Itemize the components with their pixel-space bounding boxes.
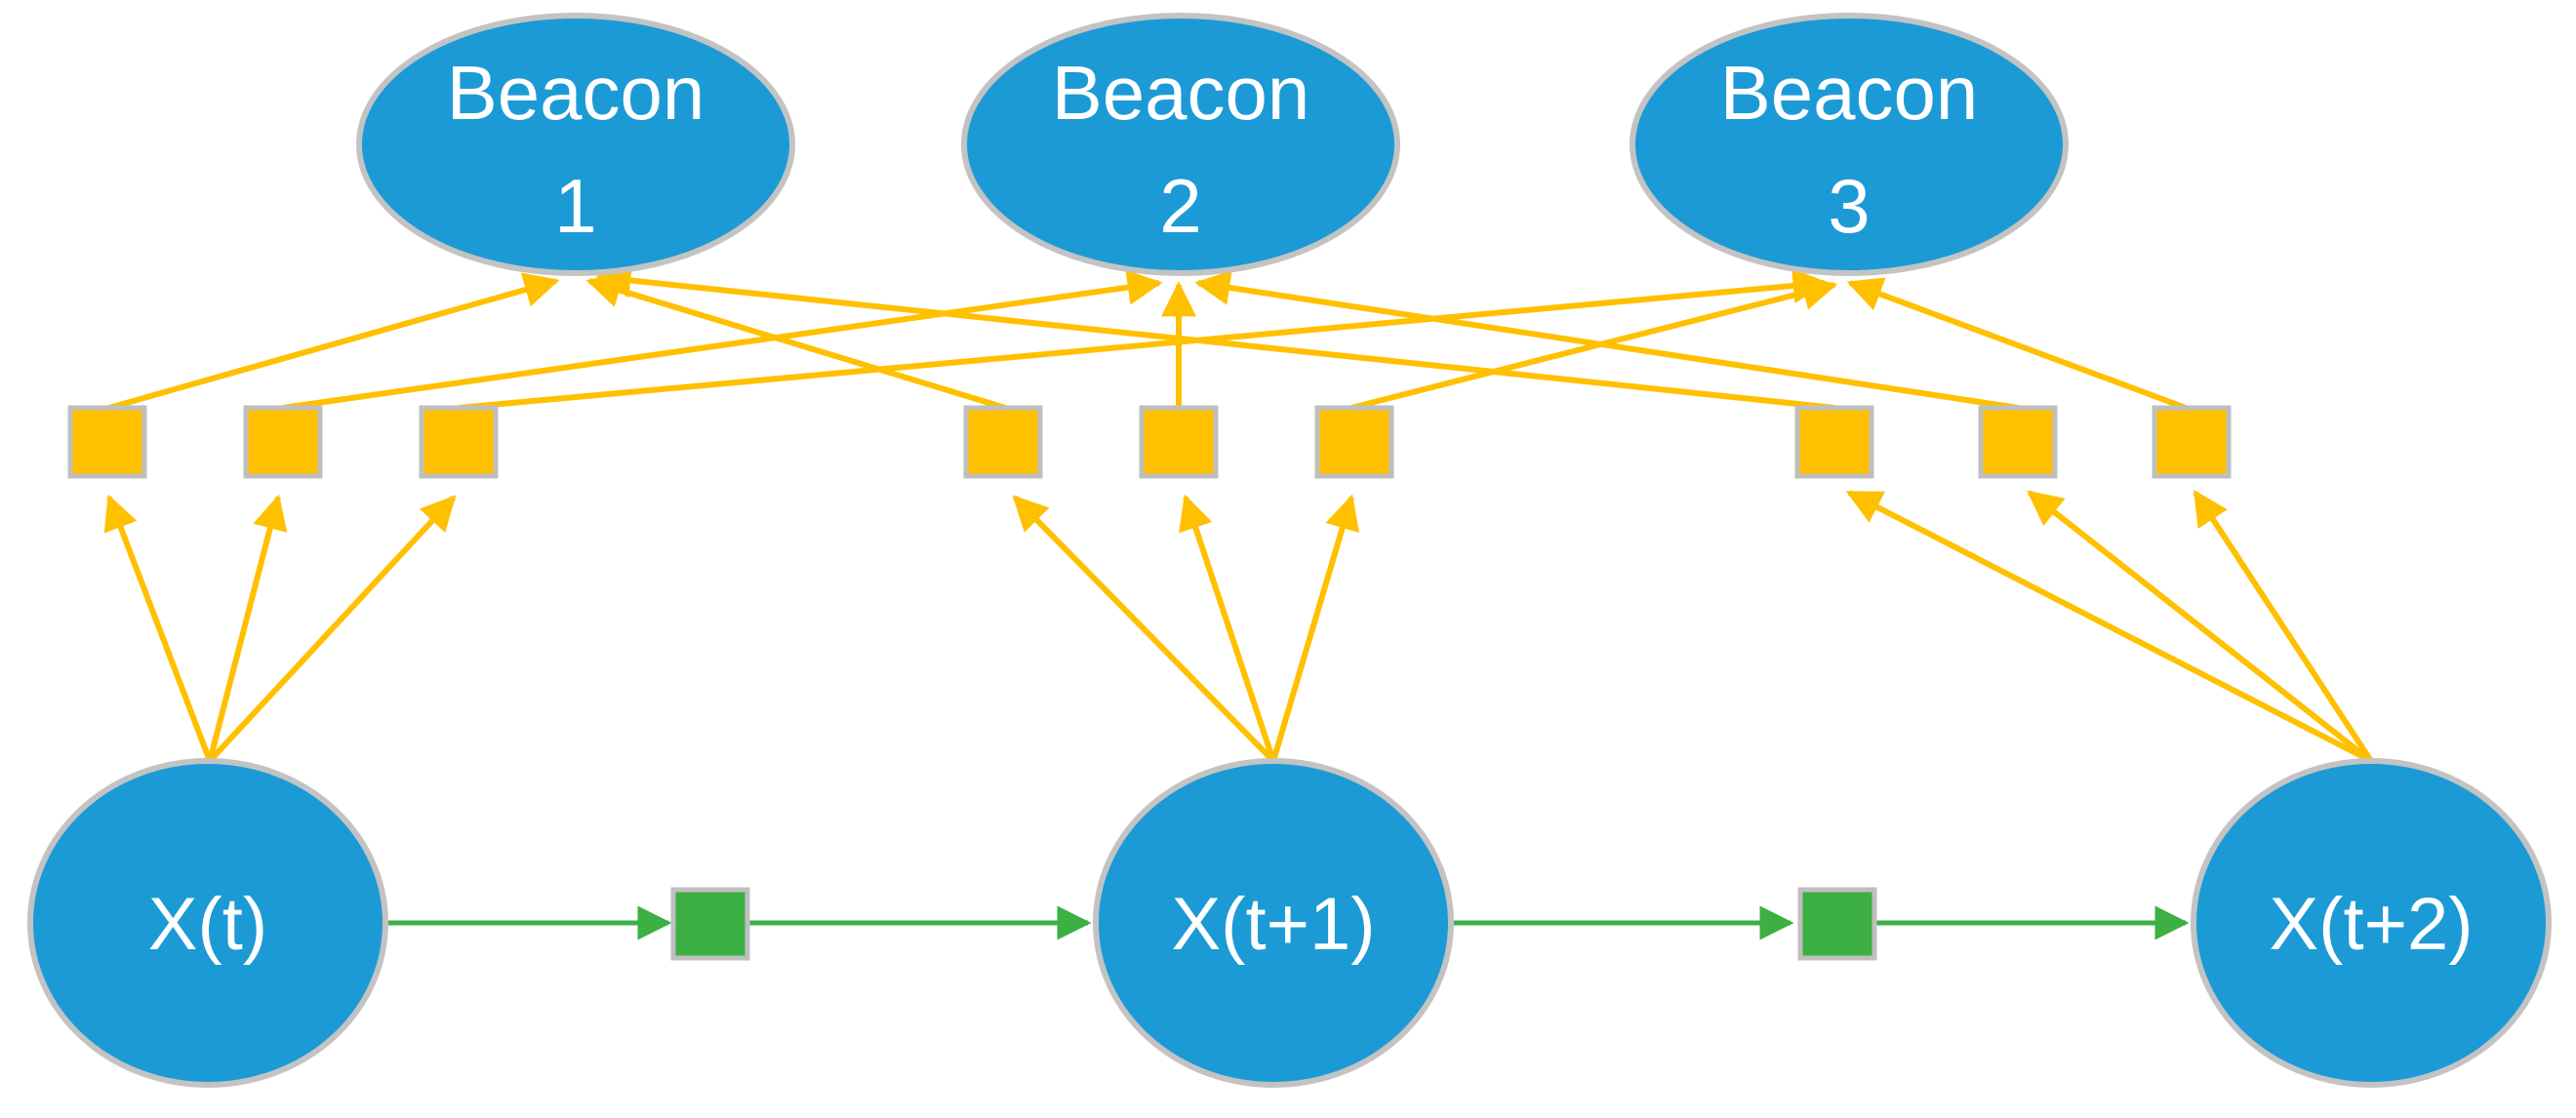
state-node-t2: X(t+2) xyxy=(2191,758,2552,1088)
state-t1-label: X(t+1) xyxy=(1171,883,1375,966)
beacon-1-label-line2: 1 xyxy=(554,163,596,249)
observation-factor xyxy=(1139,405,1219,479)
observation-factor xyxy=(963,405,1043,479)
state-to-factor-edges xyxy=(103,489,2374,764)
transition-factor xyxy=(1797,887,1877,961)
observation-factor xyxy=(243,405,323,479)
beacon-2-label-line1: Beacon xyxy=(1052,50,1310,136)
beacon-3-label-line2: 3 xyxy=(1828,163,1870,249)
beacon-3-label-line1: Beacon xyxy=(1720,50,1979,136)
state-t-label: X(t) xyxy=(148,883,267,966)
observation-factor xyxy=(67,405,147,479)
state-t2-label: X(t+2) xyxy=(2269,883,2473,966)
beacon-1-label-line1: Beacon xyxy=(447,50,705,136)
transition-factor xyxy=(670,887,750,961)
observation-factor xyxy=(419,405,499,479)
observation-factor xyxy=(2152,405,2232,479)
observation-factor xyxy=(1978,405,2058,479)
observation-factor xyxy=(1314,405,1394,479)
factor-to-beacon-edges xyxy=(108,262,2188,411)
state-node-t1: X(t+1) xyxy=(1093,758,1454,1088)
observation-factors xyxy=(67,405,2232,479)
beacon-2-label-line2: 2 xyxy=(1159,163,1201,249)
state-node-t: X(t) xyxy=(27,758,388,1088)
observation-factor xyxy=(1794,405,1874,479)
transition-factors xyxy=(670,887,1877,961)
beacon-node-1: Beacon 1 xyxy=(356,13,795,276)
beacon-node-3: Beacon 3 xyxy=(1630,13,2069,276)
beacon-node-2: Beacon 2 xyxy=(961,13,1400,276)
